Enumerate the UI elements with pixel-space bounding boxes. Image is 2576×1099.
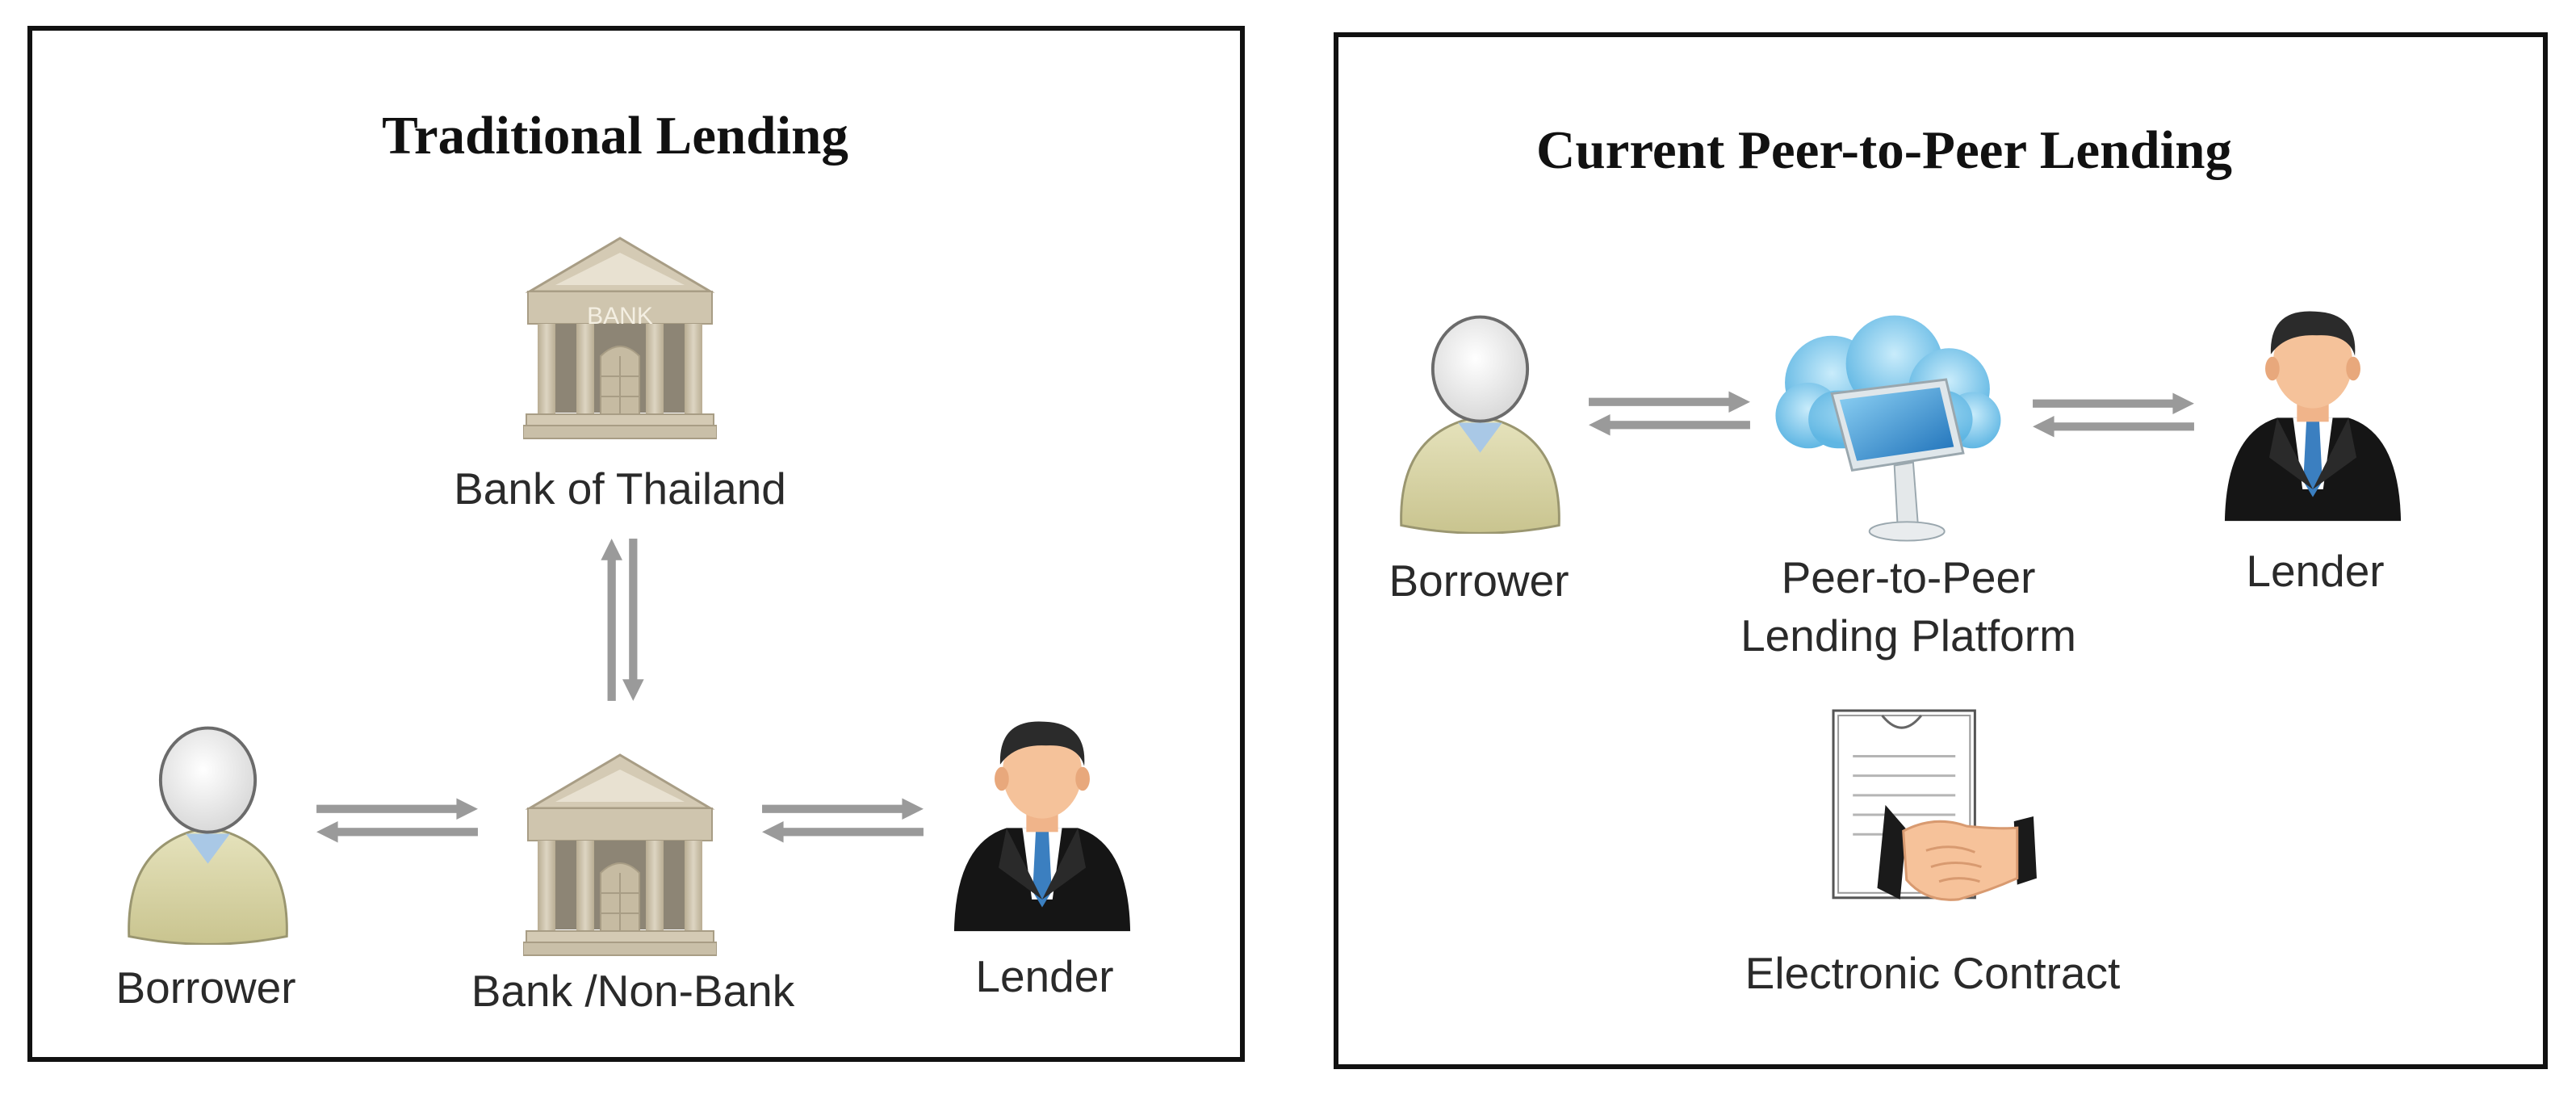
bank-of-thailand-label: Bank of Thailand	[454, 464, 786, 514]
electronic-contract-label: Electronic Contract	[1745, 948, 2121, 998]
platform-label-line2: Lending Platform	[1740, 610, 2076, 661]
bank-nonbank-icon	[523, 751, 717, 963]
platform-label: Peer-to-Peer Lending Platform	[1740, 549, 2076, 665]
cloud-kiosk-icon	[1761, 310, 2012, 549]
platform-label-line1: Peer-to-Peer	[1781, 552, 2036, 602]
bank-nonbank-label: Bank /Non-Bank	[471, 966, 795, 1016]
borrower-person-icon	[121, 723, 295, 945]
bank-building-icon	[523, 234, 717, 446]
right-lender-label: Lender	[2246, 546, 2385, 596]
right-borrower-label: Borrower	[1389, 556, 1569, 606]
vertical-bidirectional-arrows-icon	[593, 537, 652, 703]
left-panel-title: Traditional Lending	[382, 106, 848, 166]
contract-handshake-icon	[1828, 707, 2041, 919]
bank-sign-text: BANK	[587, 303, 653, 329]
right-panel-title: Current Peer-to-Peer Lending	[1535, 120, 2233, 180]
p2p-lender-businessman-icon	[2222, 299, 2404, 529]
bank-lender-arrows-icon	[760, 793, 925, 846]
borrower-bank-arrows-icon	[315, 793, 480, 846]
left-borrower-label: Borrower	[115, 963, 296, 1013]
lender-businessman-icon	[951, 709, 1133, 939]
p2p-borrower-person-icon	[1393, 312, 1567, 534]
borrower-platform-arrows-icon	[1587, 386, 1752, 439]
left-lender-label: Lender	[975, 951, 1114, 1001]
platform-lender-arrows-icon	[2031, 388, 2196, 441]
